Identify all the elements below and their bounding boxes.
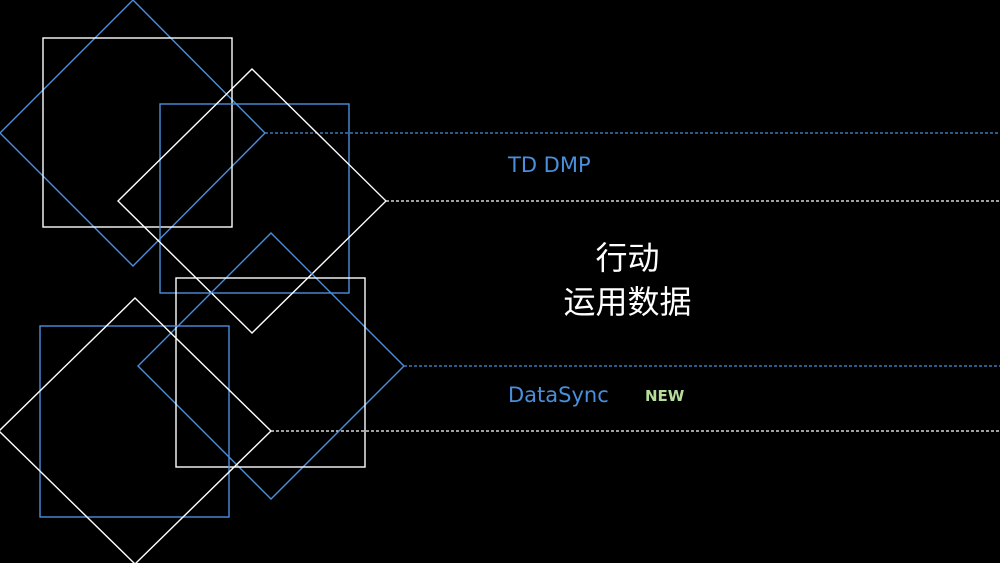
center-title-line-1: 行动: [595, 239, 660, 277]
new-badge: NEW: [645, 387, 685, 405]
square-white-bottom: [175, 277, 366, 468]
center-title: 行动 运用数据: [480, 236, 775, 324]
diamond-white-bottom: [0, 297, 273, 563]
diamond-white-middle: [117, 68, 387, 334]
square-white-top: [42, 37, 233, 228]
square-blue-middle: [159, 103, 350, 294]
product-label-td-dmp: TD DMP: [508, 153, 591, 177]
diamond-blue-top: [0, 0, 266, 267]
product-label-datasync: DataSync: [508, 383, 609, 407]
diamond-blue-bottom: [137, 232, 405, 500]
square-blue-bottom: [39, 325, 230, 518]
center-title-line-2: 运用数据: [563, 283, 692, 321]
